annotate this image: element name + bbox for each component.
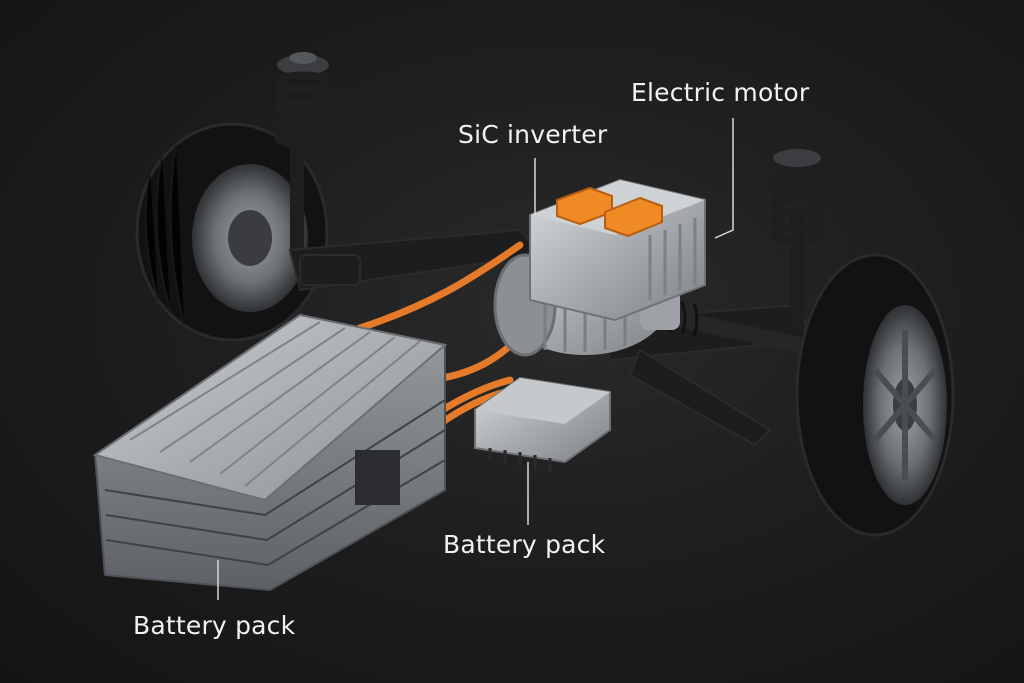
right-wheel	[795, 253, 955, 537]
label-sic-inverter: SiC inverter	[458, 120, 608, 149]
right-suspension-strut	[769, 149, 825, 330]
left-wheel	[135, 122, 329, 342]
label-battery-pack-main: Battery pack	[133, 611, 296, 640]
label-electric-motor: Electric motor	[631, 78, 810, 107]
battery-pack-module	[474, 376, 611, 472]
leader-electric-motor	[714, 118, 734, 239]
battery-pack-main	[92, 313, 448, 592]
left-suspension-strut	[274, 52, 332, 250]
inverter-connector	[556, 186, 663, 238]
label-battery-pack-module: Battery pack	[443, 530, 606, 559]
sic-inverter-housing	[529, 178, 706, 322]
leader-lines	[217, 118, 734, 600]
